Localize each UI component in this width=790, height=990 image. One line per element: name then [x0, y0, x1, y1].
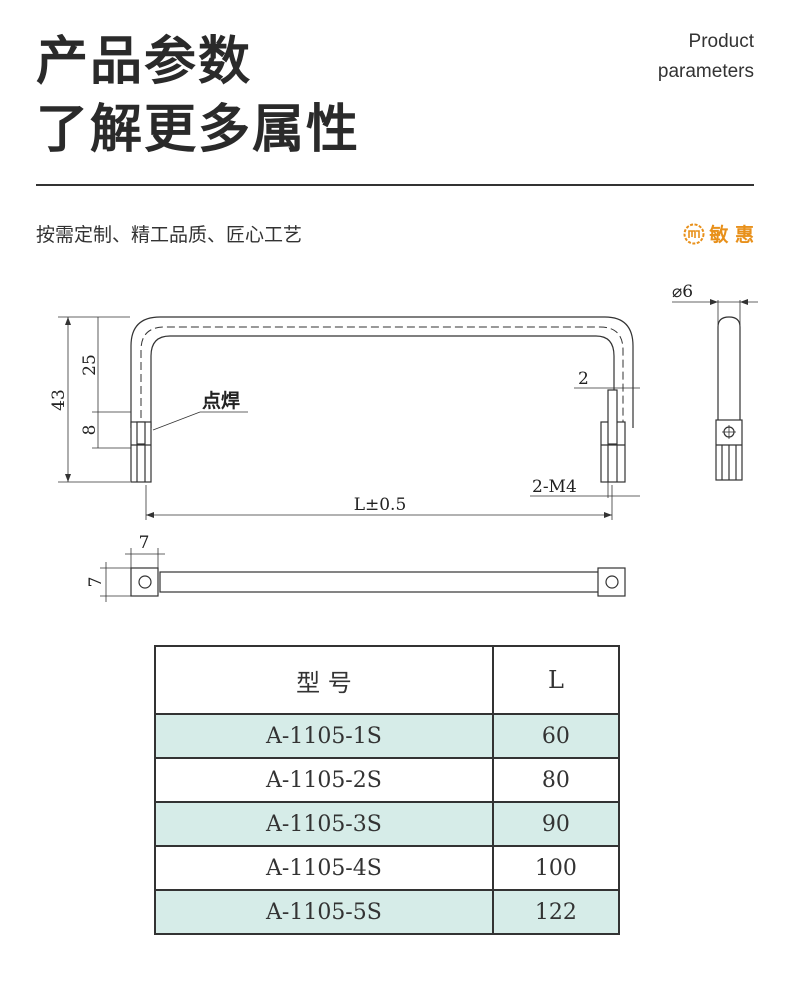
top-view-right-block: [597, 567, 626, 597]
cell-model: A-1105-4S: [154, 845, 494, 891]
spec-table: 型 号 L A-1105-1S 60 A-1105-2S 80 A-1105-3…: [154, 645, 621, 935]
table-header-row: 型 号 L: [154, 645, 621, 715]
table-row: A-1105-2S 80: [154, 757, 621, 803]
top-view-left-block: [130, 567, 159, 597]
page-title-line1: 产品参数: [36, 32, 253, 92]
handle-outer-outline: [130, 316, 634, 428]
table-row: A-1105-5S 122: [154, 889, 621, 935]
page-title-line2: 了解更多属性: [36, 100, 361, 160]
dim-8: 8: [80, 425, 100, 436]
top-view-bar: [159, 571, 601, 593]
column-header-model: 型 号: [154, 645, 494, 715]
cell-length: 60: [491, 713, 621, 759]
tagline: 按需定制、精工品质、匠心工艺: [36, 224, 303, 246]
brand-logo: 敏 惠: [683, 220, 754, 247]
handle-inner-outline: [150, 335, 615, 428]
table-row: A-1105-4S 100: [154, 845, 621, 891]
side-view-outline: [717, 316, 741, 428]
english-subtitle: Product parameters: [658, 27, 754, 87]
weld-label: 点焊: [202, 389, 240, 412]
dim-2-m4: 2-M4: [532, 477, 577, 497]
handle-centerline: [140, 326, 624, 430]
cell-length: 80: [491, 757, 621, 803]
cell-length: 100: [491, 845, 621, 891]
english-subtitle-line1: Product: [688, 31, 754, 52]
cell-model: A-1105-3S: [154, 801, 494, 847]
dim-2: 2: [578, 369, 589, 389]
table-row: A-1105-3S 90: [154, 801, 621, 847]
table-row: A-1105-1S 60: [154, 713, 621, 759]
cell-length: 122: [491, 889, 621, 935]
dim-43: 43: [49, 389, 69, 411]
cell-model: A-1105-2S: [154, 757, 494, 803]
cell-length: 90: [491, 801, 621, 847]
cell-model: A-1105-1S: [154, 713, 494, 759]
dim-length: L±0.5: [354, 495, 407, 515]
dim-25: 25: [80, 354, 100, 376]
dim-diameter: ⌀6: [672, 282, 693, 302]
brand-name: 敏 惠: [709, 224, 754, 246]
dim-7-side: 7: [86, 577, 106, 588]
brand-emblem-icon: [683, 223, 705, 244]
column-header-length: L: [491, 645, 621, 715]
english-subtitle-line2: parameters: [657, 61, 754, 82]
technical-drawing: 43 25 8 点焊 2 2-M4 L±0.5 ⌀6 7 7: [49, 282, 758, 602]
dim-7-top: 7: [139, 533, 150, 553]
header-divider: [36, 184, 754, 186]
cell-model: A-1105-5S: [154, 889, 494, 935]
